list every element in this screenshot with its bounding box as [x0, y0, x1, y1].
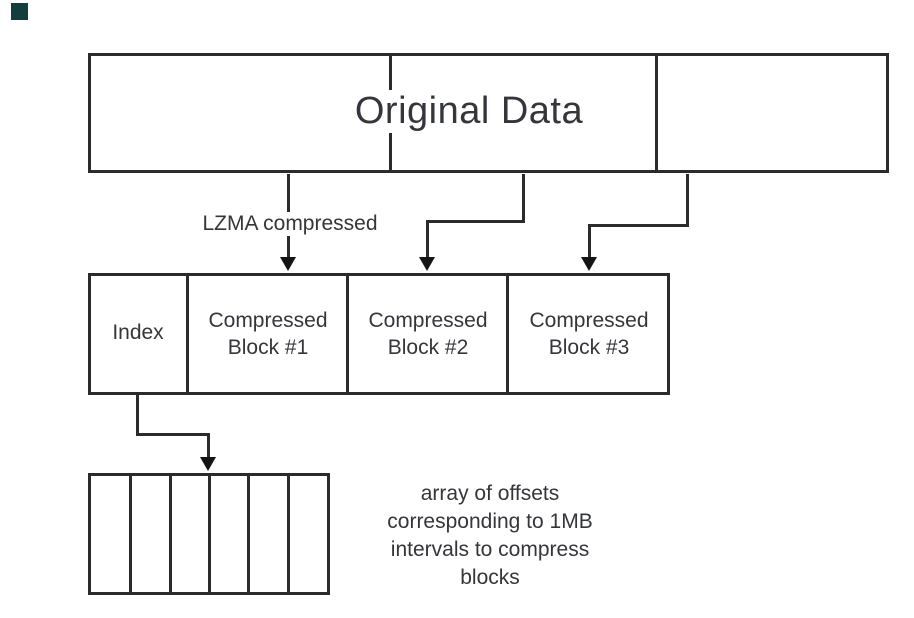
connector-2-drop: [522, 174, 525, 223]
blocks-divider-1-2: [346, 276, 349, 392]
arrowhead-offsets-array: [200, 457, 216, 471]
blocks-row-box: [88, 273, 670, 395]
arrowhead-block-3: [581, 257, 597, 271]
compressed-block-2-line2: Block #2: [387, 336, 469, 359]
compressed-block-2-label: Compressed Block #2: [348, 307, 508, 361]
offsets-note: array of offsets corresponding to 1MB in…: [355, 480, 625, 592]
original-data-divider-2: [655, 56, 658, 170]
offsets-note-line-2: corresponding to 1MB: [387, 510, 593, 533]
blocks-divider-index: [186, 276, 189, 392]
connector-index-horizontal: [136, 433, 210, 436]
connector-index-vertical: [207, 433, 210, 460]
index-cell-label: Index: [112, 321, 164, 344]
compressed-block-3-line2: Block #3: [548, 336, 630, 359]
compressed-block-1-line1: Compressed: [208, 309, 328, 332]
offsets-note-line-1: array of offsets: [420, 482, 560, 505]
offsets-array-cell-divider: [208, 476, 211, 592]
original-data-title: Original Data: [338, 90, 600, 133]
compressed-block-3-label: Compressed Block #3: [508, 307, 670, 361]
offsets-array-box: [88, 473, 330, 595]
compressed-block-1-line2: Block #1: [227, 336, 309, 359]
arrowhead-block-1: [280, 257, 296, 271]
connector-2-vertical: [426, 220, 429, 260]
connector-3-horizontal: [588, 224, 689, 227]
connector-2-horizontal: [426, 220, 525, 223]
connector-3-drop: [686, 174, 689, 227]
offsets-note-line-4: blocks: [460, 566, 520, 589]
offsets-note-line-3: intervals to compress: [390, 538, 590, 561]
arrowhead-block-2: [419, 257, 435, 271]
compressed-block-3-line1: Compressed: [529, 309, 649, 332]
offsets-array-cell-divider: [169, 476, 172, 592]
connector-3-vertical: [588, 224, 591, 260]
offsets-array-cell-divider: [247, 476, 250, 592]
offsets-array-cell-divider: [287, 476, 290, 592]
blocks-divider-2-3: [506, 276, 509, 392]
connector-index-drop: [136, 395, 139, 436]
compressed-block-1-label: Compressed Block #1: [188, 307, 348, 361]
offsets-array-cell-divider: [129, 476, 132, 592]
compressed-block-2-line1: Compressed: [368, 309, 488, 332]
corner-artifact-square: [11, 3, 28, 20]
lzma-compressed-label: LZMA compressed: [190, 212, 390, 236]
